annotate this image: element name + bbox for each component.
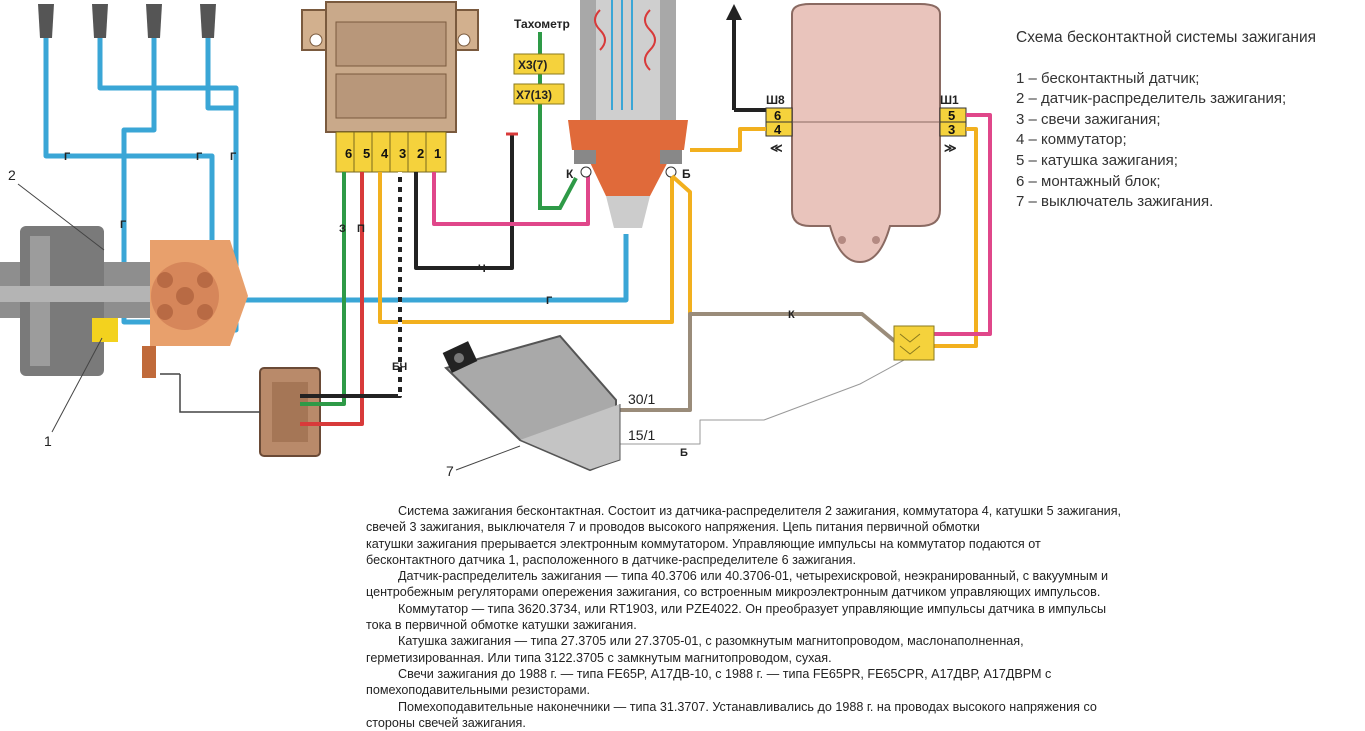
description-line: катушки зажигания прерывается электронны…: [366, 536, 1041, 551]
description-line: Свечи зажигания до 1988 г. — типа FE65P,…: [398, 666, 1052, 681]
connector-sh8-name: Ш8: [766, 93, 785, 107]
callout-1: 1: [44, 433, 52, 449]
legend-item: 6 – монтажный блок;: [1016, 172, 1161, 190]
connector-pin: 5: [948, 108, 955, 123]
description-line: Помехоподавительные наконечники — типа 3…: [398, 699, 1097, 714]
commutator-pin-label: 6: [345, 146, 352, 161]
tachometer-label: Тахометр: [514, 17, 570, 31]
description-line: Датчик-распределитель зажигания — типа 4…: [398, 569, 1109, 584]
ignition-wiring-diagram: 6 5 4 3 2 1 Тахометр Х3(7) Х7(13): [0, 0, 992, 479]
wire-label-b: Б: [680, 447, 688, 459]
sensor-connector: [160, 367, 321, 457]
wire-label-g: Г: [230, 151, 237, 163]
connector-pin: 6: [774, 108, 781, 123]
spark-plug-caps: [38, 4, 216, 38]
description-text: Система зажигания бесконтактная. Состоит…: [366, 503, 1226, 731]
commutator-pin-label: 3: [399, 146, 406, 161]
commutator-pin-label: 1: [434, 146, 441, 161]
low-voltage-wires: [300, 132, 674, 426]
connector-sh1-name: Ш1: [940, 93, 959, 107]
commutator-pin-label: 2: [417, 146, 424, 161]
connector-pin: 3: [948, 122, 955, 137]
callout-7: 7: [446, 463, 454, 479]
legend: Схема бесконтактной системы зажигания 1 …: [1016, 28, 1361, 213]
coil-terminal-b: Б: [682, 167, 691, 181]
wire-label-ch: Ч: [478, 263, 486, 275]
description-line: Коммутатор — типа 3620.3734, или RT1903,…: [398, 601, 1107, 616]
description-line: центробежным регуляторами опережения заж…: [366, 585, 1101, 600]
connector-sh8: Ш8 6 4 ≪: [765, 93, 793, 155]
coil-terminal-k: К: [566, 167, 574, 181]
description-line: бесконтактного датчика 1, расположенного…: [366, 552, 856, 567]
commutator-pins: 6 5 4 3 2 1: [345, 132, 441, 172]
tacho-tag: Х7(13): [516, 88, 552, 102]
wire-labels: Г Г Г Г Г З П Ч БЧ К Б 30/1 15/1: [64, 151, 795, 459]
tacho-tag: Х3(7): [518, 58, 547, 72]
wire-label-g: Г: [196, 151, 203, 163]
legend-item: 5 – катушка зажигания;: [1016, 151, 1178, 169]
wire-label-g: Г: [546, 295, 553, 307]
legend-item: 2 – датчик-распределитель зажигания;: [1016, 90, 1287, 108]
legend-item: 7 – выключатель зажигания.: [1016, 193, 1214, 211]
description-line: тока в первичной обмотке катушки зажиган…: [366, 618, 637, 633]
distributor: [0, 226, 248, 378]
legend-item: 4 – коммутатор;: [1016, 131, 1127, 149]
wire-label-z: З: [339, 223, 346, 235]
wire-label-bch: БЧ: [392, 361, 407, 373]
description-line: Катушка зажигания — типа 27.3705 или 27.…: [398, 634, 1024, 649]
wire-label-g: Г: [64, 151, 71, 163]
tachometer-wire: Тахометр Х3(7) Х7(13): [513, 17, 578, 210]
commutator-pin-label: 4: [381, 146, 389, 161]
mounting-block: [791, 3, 941, 264]
wire-label-g: Г: [120, 219, 127, 231]
junction-connector: [893, 325, 935, 361]
description-line: свечей 3 зажигания, выключателя 7 и пров…: [366, 520, 980, 535]
connector-pin: 4: [774, 122, 782, 137]
callout-2: 2: [8, 167, 16, 183]
mount-wires: [620, 113, 992, 446]
legend-title: Схема бесконтактной системы зажигания: [1016, 29, 1317, 46]
connector-arrow-icon: ≪: [770, 141, 783, 155]
description-line: Система зажигания бесконтактная. Состоит…: [398, 504, 1122, 518]
description-line: помехоподавительными резисторами.: [366, 683, 590, 698]
legend-item: 3 – свечи зажигания;: [1016, 110, 1161, 128]
ignition-coil: К Б: [566, 0, 691, 228]
wire-label-p: П: [357, 223, 365, 235]
ignition-switch: [442, 334, 621, 472]
connector-sh1: Ш1 5 3 ≫: [939, 93, 967, 155]
up-arrow-icon: [726, 4, 766, 112]
wire-label-k: К: [788, 309, 795, 321]
commutator-pin-label: 5: [363, 146, 370, 161]
description-line: герметизированная. Или типа 3122.3705 с …: [366, 650, 832, 665]
switch-terminal-30: 30/1: [628, 391, 655, 407]
connector-arrow-icon: ≫: [944, 141, 957, 155]
component-callouts: 2 1 7: [8, 167, 521, 479]
legend-item: 1 – бесконтактный датчик;: [1016, 69, 1200, 87]
switch-terminal-15: 15/1: [628, 427, 655, 443]
